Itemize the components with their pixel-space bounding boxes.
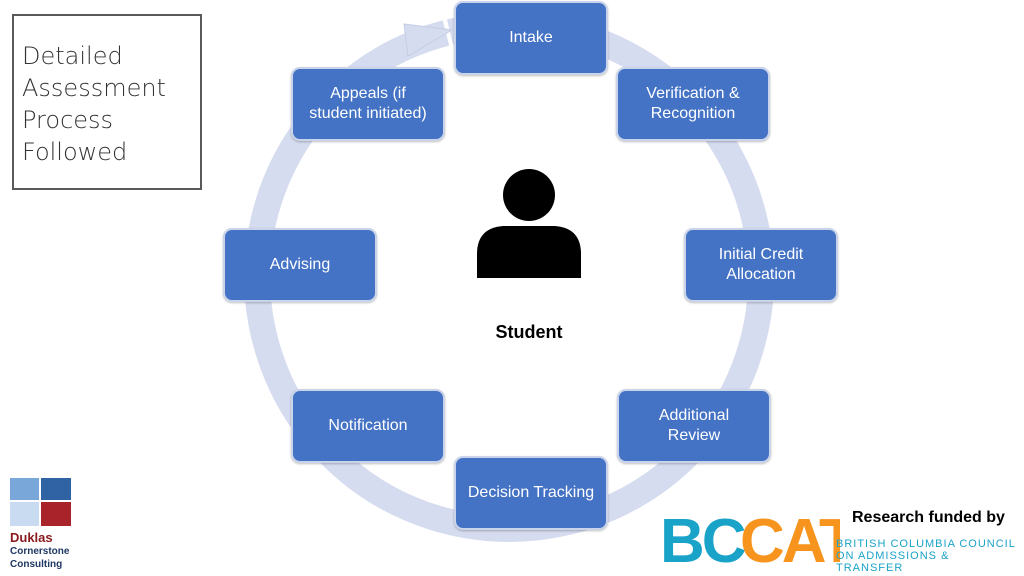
title-line: Assessment xyxy=(22,74,166,102)
svg-text:BC: BC xyxy=(660,508,746,566)
title-line: Process xyxy=(22,106,114,134)
title-line: Detailed xyxy=(22,42,123,70)
duklas-logo-icon xyxy=(10,478,71,526)
step-label: Intake xyxy=(509,29,553,46)
duklas-name: Duklas xyxy=(10,530,53,545)
bccat-sub-line: ON ADMISSIONS & TRANSFER xyxy=(836,550,950,574)
step-label: Additional xyxy=(658,407,730,424)
step-label: Allocation xyxy=(726,266,796,283)
step-initial-credit-allocation: Initial Credit Allocation xyxy=(684,228,838,302)
funded-by-text: Research funded by xyxy=(852,509,1005,526)
title-line: Followed xyxy=(22,138,128,166)
step-appeals: Appeals (if student initiated) xyxy=(291,67,445,141)
step-intake: Intake xyxy=(454,1,608,75)
duklas-sub: Cornerstone xyxy=(10,546,70,557)
step-decision-tracking: Decision Tracking xyxy=(454,456,608,530)
step-label: Appeals (if xyxy=(330,85,406,102)
step-label: student initiated) xyxy=(309,105,427,122)
step-label: Review xyxy=(667,427,721,444)
title-box: Detailed Assessment Process Followed xyxy=(12,14,202,190)
bccat-sub-line: BRITISH COLUMBIA COUNCIL xyxy=(836,538,1016,550)
step-advising: Advising xyxy=(223,228,377,302)
step-notification: Notification xyxy=(291,389,445,463)
step-label: Notification xyxy=(328,417,408,434)
duklas-wordmark: Duklas Cornerstone Consulting xyxy=(10,530,130,571)
step-label: Verification & xyxy=(646,85,740,102)
cycle-arrowhead xyxy=(403,23,454,57)
svg-text:CAT: CAT xyxy=(740,508,840,566)
step-label: Initial Credit xyxy=(718,246,804,263)
step-verification-recognition: Verification & Recognition xyxy=(616,67,770,141)
center-label: Student xyxy=(495,322,563,342)
duklas-sub: Consulting xyxy=(10,559,63,570)
bccat-logo-icon: BC CAT xyxy=(660,508,840,566)
step-additional-review: Additional Review xyxy=(617,389,771,463)
step-label: Recognition xyxy=(650,105,736,122)
person-icon xyxy=(477,169,581,278)
step-label: Advising xyxy=(269,256,331,273)
step-label: Decision Tracking xyxy=(467,484,595,501)
bccat-subtitle: BRITISH COLUMBIA COUNCIL ON ADMISSIONS &… xyxy=(836,538,1016,574)
